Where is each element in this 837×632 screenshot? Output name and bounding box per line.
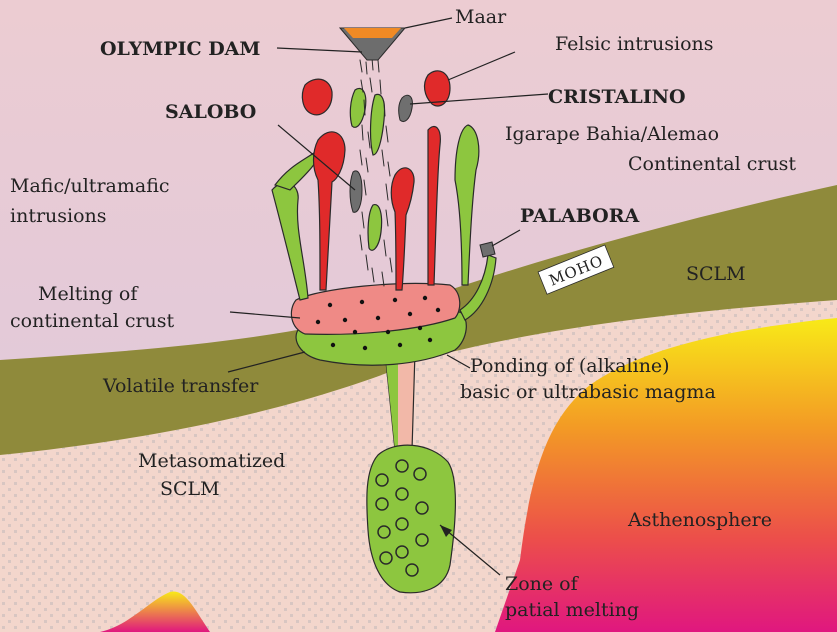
palabora-label: PALABORA [520, 205, 640, 227]
palabora-ore-body [480, 242, 495, 257]
metasomatized-label-line1: Metasomatized [138, 450, 285, 472]
sclm-label: SCLM [686, 263, 746, 285]
zone-label-line1: Zone of [505, 573, 580, 595]
melting-label-line1: Melting of [38, 283, 139, 305]
ponding-label-line1: Ponding of (alkaline) [470, 355, 670, 377]
maar-label: Maar [455, 6, 507, 28]
metasomatized-label-line2: SCLM [160, 478, 220, 500]
salobo-ore-body [350, 171, 362, 212]
cristalino-label: CRISTALINO [548, 86, 686, 108]
maar-lake [344, 28, 401, 38]
continental-crust-label: Continental crust [628, 153, 796, 175]
ponding-label-line2: basic or ultrabasic magma [460, 381, 716, 403]
asthenosphere-label: Asthenosphere [627, 509, 772, 531]
partial-melting-zone [367, 445, 456, 593]
felsic-intrusion [302, 79, 332, 115]
felsic-intrusions-label: Felsic intrusions [555, 33, 714, 55]
zone-label-line2: patial melting [505, 599, 639, 621]
salobo-label: SALOBO [165, 101, 256, 123]
melting-label-line2: continental crust [10, 310, 175, 332]
mafic-label-line1: Mafic/ultramafic [10, 175, 170, 197]
mafic-label-line2: intrusions [10, 205, 107, 227]
igarape-label: Igarape Bahia/Alemao [505, 123, 719, 145]
volatile-transfer-label: Volatile transfer [102, 375, 259, 397]
olympic-dam-label: OLYMPIC DAM [100, 38, 260, 60]
